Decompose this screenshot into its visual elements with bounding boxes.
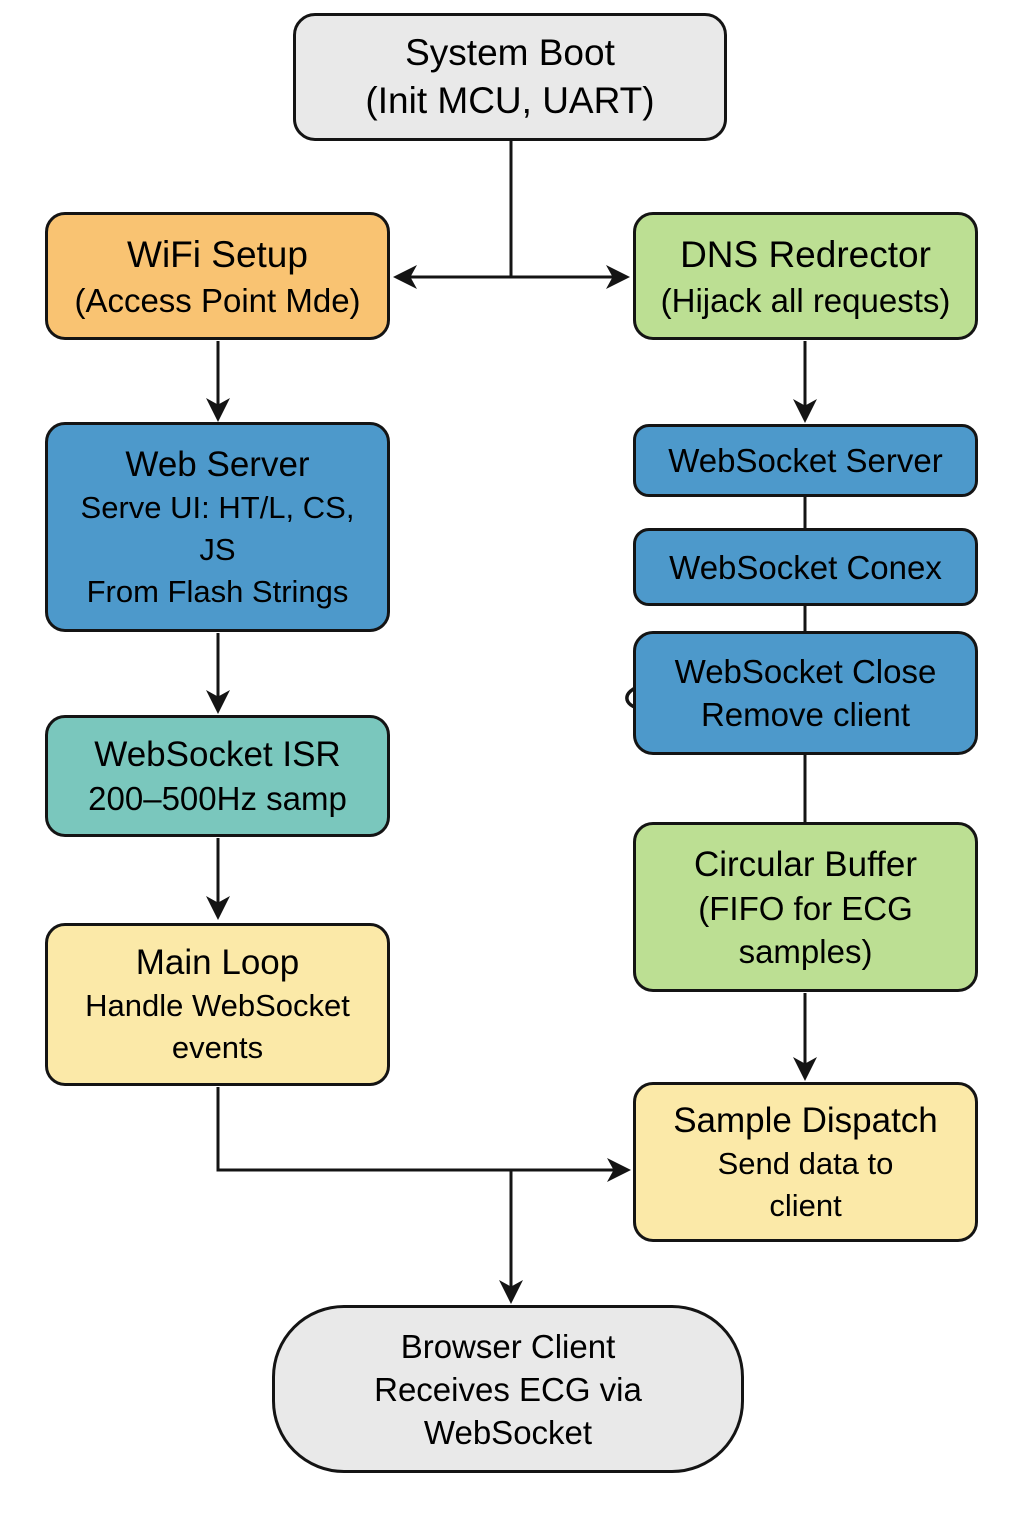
node-websocket-isr-title: WebSocket ISR bbox=[94, 735, 341, 774]
node-web-server-line2: Serve UI: HT/L, CS, bbox=[80, 489, 355, 525]
node-main-loop-line3: events bbox=[171, 1030, 264, 1065]
node-websocket-close: WebSocket Close Remove client bbox=[633, 631, 978, 755]
node-sample-dispatch-line3: client bbox=[769, 1187, 842, 1223]
node-system-boot-title: System Boot bbox=[405, 32, 615, 73]
node-system-boot-subtitle: (Init MCU, UART) bbox=[365, 80, 655, 121]
node-circular-buffer-line3: samples) bbox=[738, 932, 873, 970]
node-dns-redirector-title: DNS Redrector bbox=[680, 233, 931, 275]
node-sample-dispatch: Sample Dispatch Send data to client bbox=[633, 1082, 978, 1242]
node-wifi-setup: WiFi Setup (Access Point Mde) bbox=[45, 212, 390, 340]
node-circular-buffer-line2: (FIFO for ECG bbox=[698, 889, 913, 927]
node-main-loop-title: Main Loop bbox=[135, 943, 300, 982]
node-web-server-line3: JS bbox=[199, 531, 236, 567]
node-websocket-server: WebSocket Server bbox=[633, 424, 978, 497]
node-browser-client: Browser Client Receives ECG via WebSocke… bbox=[272, 1305, 744, 1473]
node-websocket-isr: WebSocket ISR 200–500Hz samp bbox=[45, 715, 390, 837]
node-web-server-title: Web Server bbox=[125, 444, 310, 484]
node-websocket-conex: WebSocket Conex bbox=[633, 528, 978, 606]
node-websocket-close-title: WebSocket Close bbox=[674, 653, 937, 690]
node-wifi-setup-title: WiFi Setup bbox=[127, 233, 308, 275]
node-main-loop: Main Loop Handle WebSocket events bbox=[45, 923, 390, 1086]
edge-mainloop-to-dispatch bbox=[216, 1087, 631, 1182]
node-circular-buffer-title: Circular Buffer bbox=[693, 844, 918, 884]
node-websocket-close-subtitle: Remove client bbox=[700, 696, 911, 733]
node-circular-buffer: Circular Buffer (FIFO for ECG samples) bbox=[633, 822, 978, 992]
node-websocket-isr-subtitle: 200–500Hz samp bbox=[88, 780, 347, 817]
node-sample-dispatch-title: Sample Dispatch bbox=[673, 1100, 938, 1140]
node-browser-client-title: Browser Client bbox=[400, 1327, 616, 1365]
node-system-boot: System Boot (Init MCU, UART) bbox=[293, 13, 727, 141]
node-browser-client-line2: Receives ECG via bbox=[374, 1370, 642, 1408]
node-browser-client-line3: WebSocket bbox=[423, 1413, 593, 1451]
node-web-server: Web Server Serve UI: HT/L, CS, JS From F… bbox=[45, 422, 390, 632]
node-websocket-server-title: WebSocket Server bbox=[668, 442, 943, 479]
node-sample-dispatch-line2: Send data to bbox=[717, 1145, 894, 1181]
node-dns-redirector: DNS Redrector (Hijack all requests) bbox=[633, 212, 978, 340]
node-wifi-setup-subtitle: (Access Point Mde) bbox=[74, 281, 361, 319]
node-dns-redirector-subtitle: (Hijack all requests) bbox=[660, 281, 951, 319]
node-main-loop-line2: Handle WebSocket bbox=[85, 988, 350, 1023]
node-websocket-conex-title: WebSocket Conex bbox=[669, 548, 942, 586]
node-web-server-line4: From Flash Strings bbox=[86, 573, 349, 609]
